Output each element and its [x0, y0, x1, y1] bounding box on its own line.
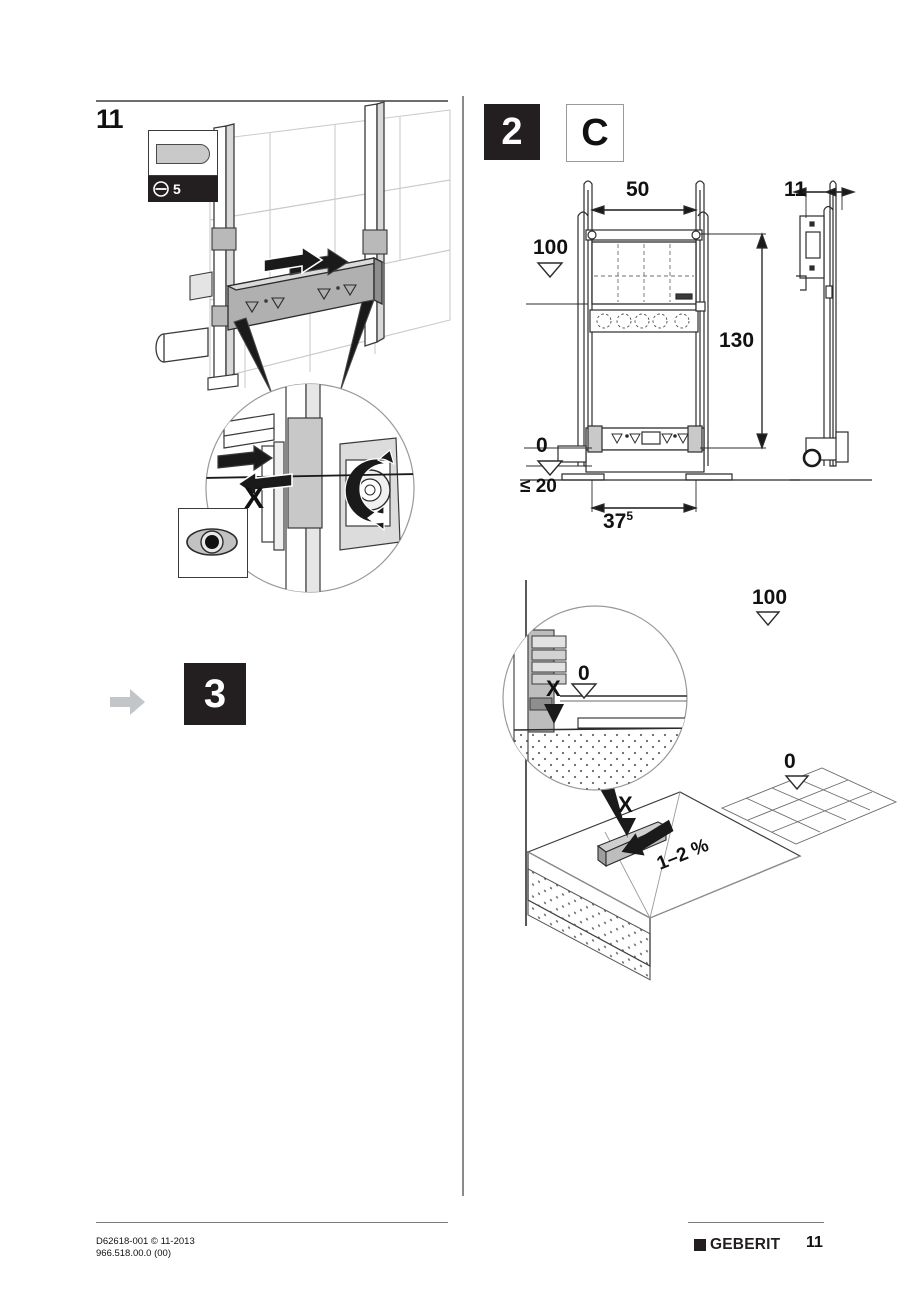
- dimension-max-offset: ≤ 20: [520, 476, 557, 497]
- brand-logo: GEBERIT: [694, 1236, 780, 1254]
- next-step-label: 3: [203, 671, 227, 716]
- section-badge-label: 2: [501, 110, 523, 153]
- variant-badge: C: [566, 104, 624, 162]
- step-number: 11: [96, 104, 124, 134]
- slotted-screw-icon: [153, 181, 169, 197]
- technical-elevation-drawing: [520, 180, 872, 513]
- dimension-base-width-sup: 5: [626, 509, 634, 523]
- column-divider: [462, 96, 464, 1196]
- level-0-label: 0: [536, 434, 548, 457]
- tool-illustration: [148, 130, 218, 176]
- tool-callout: 5: [148, 130, 218, 202]
- x-marker-floor: X: [618, 792, 633, 817]
- next-step-badge: 3: [184, 663, 246, 725]
- level-marker-0-tile: 0: [784, 750, 812, 796]
- footer-doc-code: D62618-001 © 11-2013: [96, 1236, 195, 1247]
- level-triangle-icon: [536, 460, 564, 477]
- section-badge: 2: [484, 104, 540, 160]
- level-triangle-icon: [784, 775, 810, 791]
- arrow-right-icon: [110, 689, 145, 715]
- next-step-arrow: [110, 688, 146, 721]
- dimension-depth: 11: [784, 178, 807, 201]
- level-0-detail-label: 0: [578, 662, 590, 685]
- level-marker-100-wall: 100: [752, 586, 787, 632]
- visual-check-callout: [178, 508, 248, 578]
- footer-rule-right: [688, 1222, 824, 1224]
- eye-icon: [186, 528, 238, 556]
- tool-size-label: 5: [173, 181, 181, 197]
- dimension-base-width: 375: [603, 509, 633, 534]
- x-marker-detail: X: [546, 676, 561, 701]
- brand-square-icon: [694, 1239, 706, 1251]
- level-0-tile-label: 0: [784, 750, 796, 773]
- page-number: 11: [806, 1234, 823, 1251]
- brand-name: GEBERIT: [710, 1236, 781, 1253]
- detail-circle-left: X: [205, 383, 415, 593]
- floor-slope-illustration: 1–2 % X X 0: [502, 580, 898, 981]
- dimension-width: 50: [626, 178, 650, 201]
- footer-document-codes: D62618-001 © 11-2013 966.518.00.0 (00): [96, 1236, 195, 1260]
- header-rule-left: [96, 100, 448, 102]
- tool-size-bar: 5: [148, 176, 218, 202]
- level-marker-0-elevation: 0: [536, 434, 566, 482]
- level-triangle-icon: [536, 262, 564, 279]
- screwdriver-blade-icon: [156, 144, 210, 164]
- footer-article-code: 966.518.00.0 (00): [96, 1248, 172, 1259]
- footer-rule-left: [96, 1222, 448, 1224]
- level-100-wall-label: 100: [752, 586, 788, 609]
- x-marker-label: X: [244, 482, 264, 515]
- dimension-height: 130: [719, 329, 755, 352]
- dimension-base-width-value: 37: [603, 510, 627, 533]
- level-100-label: 100: [533, 236, 569, 259]
- level-triangle-icon: [755, 611, 781, 627]
- level-marker-100-elevation: 100: [533, 236, 568, 284]
- variant-badge-label: C: [581, 111, 609, 154]
